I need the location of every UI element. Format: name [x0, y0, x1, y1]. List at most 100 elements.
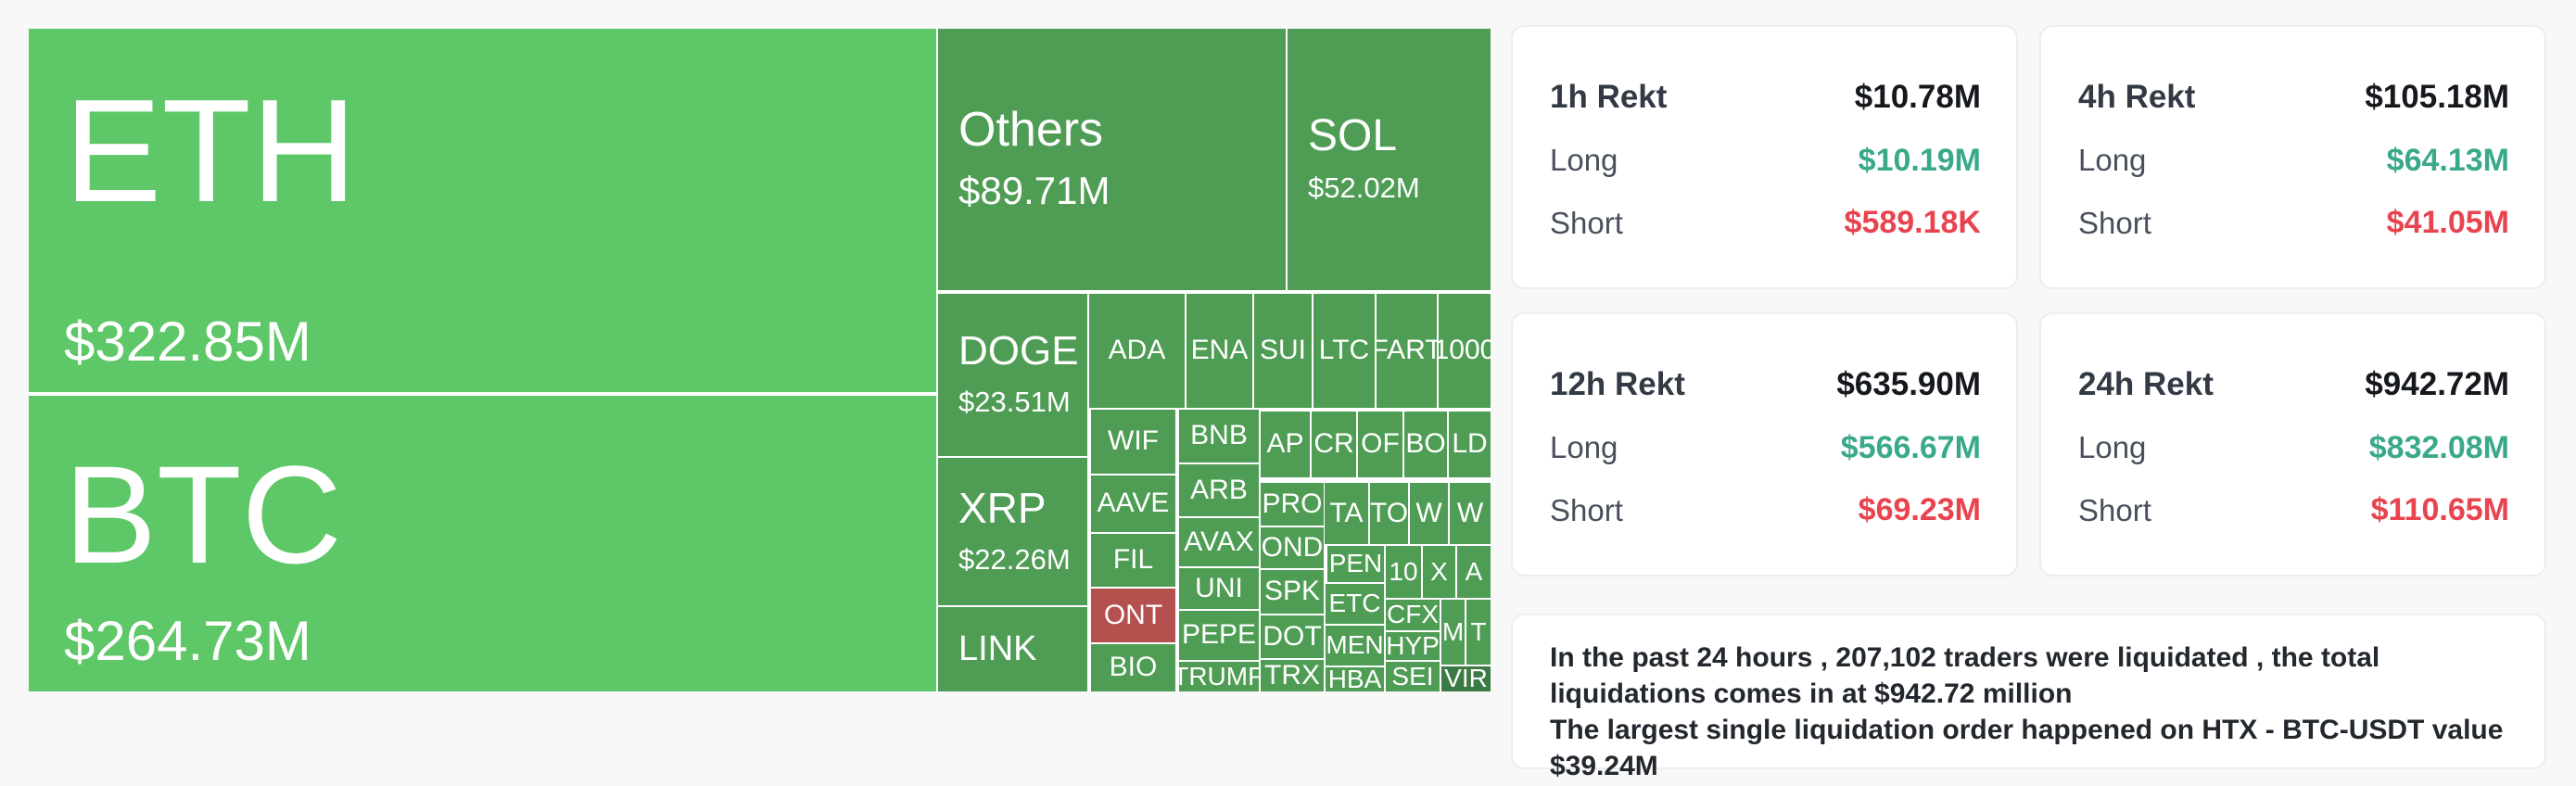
cell-label: 10: [1389, 556, 1418, 586]
cell-label: ADA: [1108, 335, 1166, 366]
cell-label: T: [1470, 616, 1487, 646]
treemap-cell-x-43[interactable]: X: [1423, 546, 1455, 598]
treemap-cell-fil-15[interactable]: FIL: [1091, 534, 1175, 587]
treemap-cell-eth-0[interactable]: ETH$322.85M: [29, 29, 936, 392]
cell-label: LINK: [958, 629, 1037, 669]
long-value: $10.19M: [1858, 142, 1981, 178]
treemap-cell-ap-24[interactable]: AP: [1261, 412, 1310, 477]
treemap-cell-pro-29[interactable]: PRO: [1261, 483, 1324, 526]
treemap-cell-avax-20[interactable]: AVAX: [1179, 518, 1259, 566]
cell-value: $23.51M: [958, 385, 1071, 418]
treemap-cell-pen-38[interactable]: PEN: [1327, 546, 1384, 582]
card-title: 4h Rekt: [2078, 79, 2196, 115]
cell-label: AP: [1266, 428, 1304, 460]
cell-label: BIO: [1109, 652, 1158, 683]
cell-label: SOL: [1308, 110, 1398, 160]
treemap-cell-ond-30[interactable]: OND: [1261, 527, 1324, 568]
treemap-cell-w-37[interactable]: W: [1450, 483, 1491, 544]
long-label: Long: [1550, 430, 1618, 464]
treemap-cell-doge-4[interactable]: DOGE$23.51M: [938, 294, 1087, 456]
treemap-cell-t-49[interactable]: T: [1466, 600, 1491, 665]
treemap-cell-ada-7[interactable]: ADA: [1089, 294, 1185, 408]
cell-label: A: [1465, 556, 1483, 586]
treemap-cell-aave-14[interactable]: AAVE: [1091, 475, 1175, 532]
cell-label: 1000: [1439, 335, 1491, 366]
treemap-cell-1000-12[interactable]: 1000: [1439, 294, 1491, 408]
treemap-cell-hyp-46[interactable]: HYP: [1386, 632, 1440, 660]
treemap-cell-of-26[interactable]: OF: [1358, 412, 1402, 477]
rekt-card-1h: 1h Rekt $10.78M Long $10.19M Short $589.…: [1511, 25, 2018, 289]
treemap-cell-cr-25[interactable]: CR: [1312, 412, 1356, 477]
cell-label: TA: [1329, 497, 1364, 528]
treemap-cell-sei-47[interactable]: SEI: [1386, 662, 1440, 691]
cell-label: LTC: [1318, 335, 1370, 366]
treemap-cell-vir-50[interactable]: VIR: [1441, 666, 1491, 691]
treemap-cell-bo-27[interactable]: BO: [1404, 412, 1447, 477]
short-label: Short: [2078, 492, 2151, 527]
treemap-cell-others-2[interactable]: Others$89.71M: [938, 29, 1286, 290]
treemap-cell-trx-33[interactable]: TRX: [1261, 660, 1324, 691]
cell-label: OND: [1261, 531, 1324, 563]
treemap-cell-spk-31[interactable]: SPK: [1261, 570, 1324, 614]
treemap-cell-dot-32[interactable]: DOT: [1261, 615, 1324, 658]
cell-label: BO: [1405, 428, 1446, 460]
treemap-cell-bio-17[interactable]: BIO: [1091, 644, 1175, 691]
treemap-cell-xrp-5[interactable]: XRP$22.26M: [938, 458, 1087, 605]
treemap-cell-ld-28[interactable]: LD: [1449, 412, 1491, 477]
cell-label: TO: [1370, 497, 1408, 528]
cell-label: TRUMP: [1179, 662, 1259, 691]
treemap-cell-bnb-18[interactable]: BNB: [1179, 410, 1259, 463]
treemap-cell-uni-21[interactable]: UNI: [1179, 568, 1259, 609]
treemap-cell-men-40[interactable]: MEN: [1326, 626, 1384, 666]
cell-label: ONT: [1103, 599, 1163, 630]
long-value: $64.13M: [2386, 142, 2509, 178]
treemap-cell-ont-16[interactable]: ONT: [1091, 589, 1175, 642]
cell-label: WIF: [1108, 425, 1159, 457]
treemap-cell-link-6[interactable]: LINK: [938, 607, 1087, 691]
cell-value: $52.02M: [1308, 171, 1420, 205]
long-label: Long: [2078, 143, 2147, 177]
treemap-cell-10-42[interactable]: 10: [1386, 546, 1421, 598]
cell-label: W: [1415, 497, 1442, 528]
cell-label: OF: [1361, 428, 1400, 460]
treemap-cell-ta-34[interactable]: TA: [1325, 483, 1368, 544]
cell-label: FART: [1377, 335, 1437, 366]
treemap-cell-etc-39[interactable]: ETC: [1326, 584, 1384, 624]
cell-value: $89.71M: [958, 168, 1110, 212]
cell-label: HYP: [1386, 632, 1440, 660]
short-label: Short: [2078, 205, 2151, 240]
cell-label: HBA: [1327, 667, 1382, 691]
treemap-cell-pepe-22[interactable]: PEPE: [1179, 611, 1259, 660]
treemap-cell-arb-19[interactable]: ARB: [1179, 464, 1259, 516]
cell-label: PEN: [1328, 549, 1383, 578]
treemap-cell-btc-1[interactable]: BTC$264.73M: [29, 396, 936, 691]
cell-label: BTC: [64, 437, 342, 592]
rekt-card-24h: 24h Rekt $942.72M Long $832.08M Short $1…: [2039, 312, 2546, 577]
treemap-cell-m-48[interactable]: M: [1441, 600, 1465, 665]
treemap-cell-trump-23[interactable]: TRUMP: [1179, 662, 1259, 691]
cell-label: UNI: [1195, 572, 1243, 603]
treemap-cell-hba-41[interactable]: HBA: [1326, 667, 1384, 691]
treemap-cell-ena-8[interactable]: ENA: [1186, 294, 1252, 408]
cell-label: SUI: [1259, 335, 1306, 366]
cell-label: LD: [1452, 428, 1488, 460]
treemap-cell-fart-11[interactable]: FART: [1377, 294, 1437, 408]
long-label: Long: [2078, 430, 2147, 464]
treemap-cell-w-36[interactable]: W: [1410, 483, 1448, 544]
treemap-cell-a-44[interactable]: A: [1457, 546, 1491, 598]
treemap-cell-cfx-45[interactable]: CFX: [1386, 600, 1440, 630]
cell-label: ETH: [64, 70, 357, 233]
treemap-cell-wif-13[interactable]: WIF: [1091, 410, 1175, 474]
treemap-cell-ltc-10[interactable]: LTC: [1313, 294, 1375, 408]
short-value: $41.05M: [2386, 205, 2509, 240]
cell-label: BNB: [1190, 420, 1248, 451]
treemap-cell-sui-9[interactable]: SUI: [1254, 294, 1312, 408]
long-value: $832.08M: [2368, 429, 2509, 465]
treemap-cell-sol-3[interactable]: SOL $52.02M: [1288, 29, 1491, 290]
cell-label: VIR: [1444, 666, 1488, 691]
treemap-cell-to-35[interactable]: TO: [1370, 483, 1408, 544]
cell-label: PEPE: [1181, 619, 1257, 651]
card-total-value: $10.78M: [1854, 79, 1981, 115]
long-value: $566.67M: [1840, 429, 1981, 465]
short-value: $589.18K: [1844, 205, 1981, 240]
